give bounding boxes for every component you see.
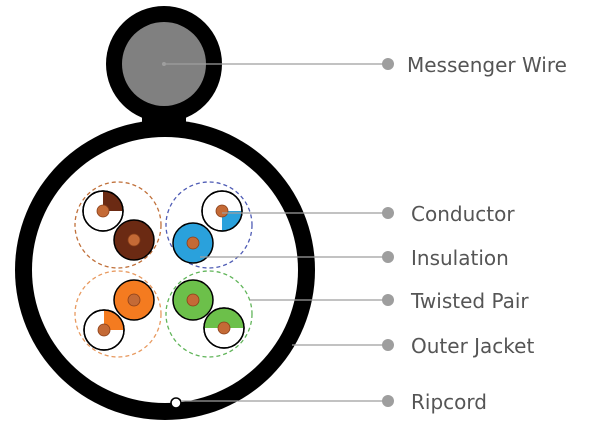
orange-pair-ring bbox=[74, 270, 162, 358]
twisted-pair-label: Twisted Pair bbox=[410, 289, 529, 313]
cable-interior bbox=[32, 137, 298, 403]
green-pair bbox=[172, 279, 245, 349]
brown-conductor bbox=[113, 219, 155, 261]
green-pair-ring bbox=[165, 270, 253, 358]
insulation-label: Insulation bbox=[411, 246, 509, 270]
messenger-wire bbox=[106, 6, 222, 140]
outer-jacket-callout bbox=[292, 339, 394, 351]
messenger-wire-callout bbox=[162, 58, 394, 70]
blue-conductor bbox=[172, 222, 214, 264]
insulation-callout bbox=[200, 251, 394, 263]
orange-pair bbox=[83, 279, 155, 351]
messenger-wire-label: Messenger Wire bbox=[407, 53, 567, 77]
blue-pair bbox=[172, 190, 243, 264]
ripcord-callout bbox=[181, 395, 394, 407]
twisted-pair-callout bbox=[250, 294, 394, 306]
green-white-conductor bbox=[203, 307, 245, 349]
green-conductor bbox=[172, 279, 214, 321]
callouts bbox=[162, 58, 394, 407]
blue-pair-ring bbox=[165, 181, 253, 269]
orange-white-conductor bbox=[83, 309, 125, 351]
brown-pair-ring bbox=[74, 181, 162, 269]
ripcord bbox=[170, 397, 182, 409]
ripcord-label: Ripcord bbox=[411, 390, 487, 414]
brown-white-conductor bbox=[82, 190, 124, 232]
blue-white-conductor bbox=[201, 190, 243, 232]
outer-jacket-label: Outer Jacket bbox=[411, 334, 534, 358]
orange-conductor bbox=[113, 279, 155, 321]
outer-jacket bbox=[15, 120, 315, 420]
brown-pair bbox=[82, 190, 155, 261]
conductor-label: Conductor bbox=[411, 202, 515, 226]
conductor-callout bbox=[222, 207, 394, 219]
